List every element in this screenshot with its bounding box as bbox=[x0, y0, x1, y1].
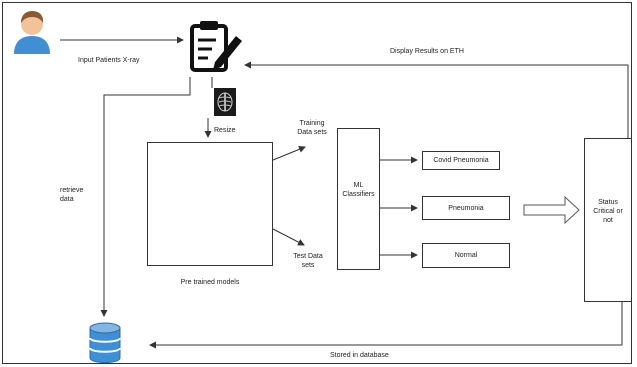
status-line-2: Critical or bbox=[584, 207, 632, 216]
test-sets-label: Test Data sets bbox=[286, 252, 330, 270]
input-xray-label: Input Patients X-ray bbox=[78, 56, 139, 65]
retrieve-line-1: retrieve bbox=[60, 186, 83, 195]
status-line-3: not bbox=[584, 216, 632, 225]
status-label: Status Critical or not bbox=[584, 198, 632, 225]
clipboard-pen-icon bbox=[186, 18, 244, 76]
ml-classifiers-line-1: ML bbox=[337, 181, 380, 190]
resize-label: Resize bbox=[214, 126, 235, 135]
display-results-label: Display Results on ETH bbox=[390, 47, 464, 56]
class-covid-pneumonia-label: Covid Pneumonia bbox=[422, 156, 500, 165]
test-line-2: sets bbox=[286, 261, 330, 270]
test-line-1: Test Data bbox=[286, 252, 330, 261]
class-normal-label: Normal bbox=[422, 251, 510, 260]
stored-database-label: Stored in database bbox=[330, 351, 389, 360]
edge-stored-database bbox=[150, 302, 622, 345]
training-line-2: Data sets bbox=[290, 128, 334, 137]
edge-training bbox=[273, 147, 305, 160]
pretrained-models-box bbox=[147, 142, 273, 266]
chest-xray-icon bbox=[214, 88, 236, 116]
training-sets-label: Training Data sets bbox=[290, 119, 334, 137]
ml-classifiers-box bbox=[337, 128, 380, 270]
block-arrow bbox=[524, 197, 579, 223]
edge-test bbox=[273, 229, 304, 245]
retrieve-data-label: retrieve data bbox=[60, 186, 83, 204]
retrieve-line-2: data bbox=[60, 195, 83, 204]
status-line-1: Status bbox=[584, 198, 632, 207]
ml-classifiers-line-2: Classifiers bbox=[337, 190, 380, 199]
database-icon bbox=[88, 322, 122, 364]
class-pneumonia-label: Pneumonia bbox=[422, 204, 510, 213]
user-avatar-icon bbox=[10, 8, 54, 54]
training-line-1: Training bbox=[290, 119, 334, 128]
pretrained-models-label: Pre trained models bbox=[147, 278, 273, 287]
ml-classifiers-label: ML Classifiers bbox=[337, 181, 380, 199]
